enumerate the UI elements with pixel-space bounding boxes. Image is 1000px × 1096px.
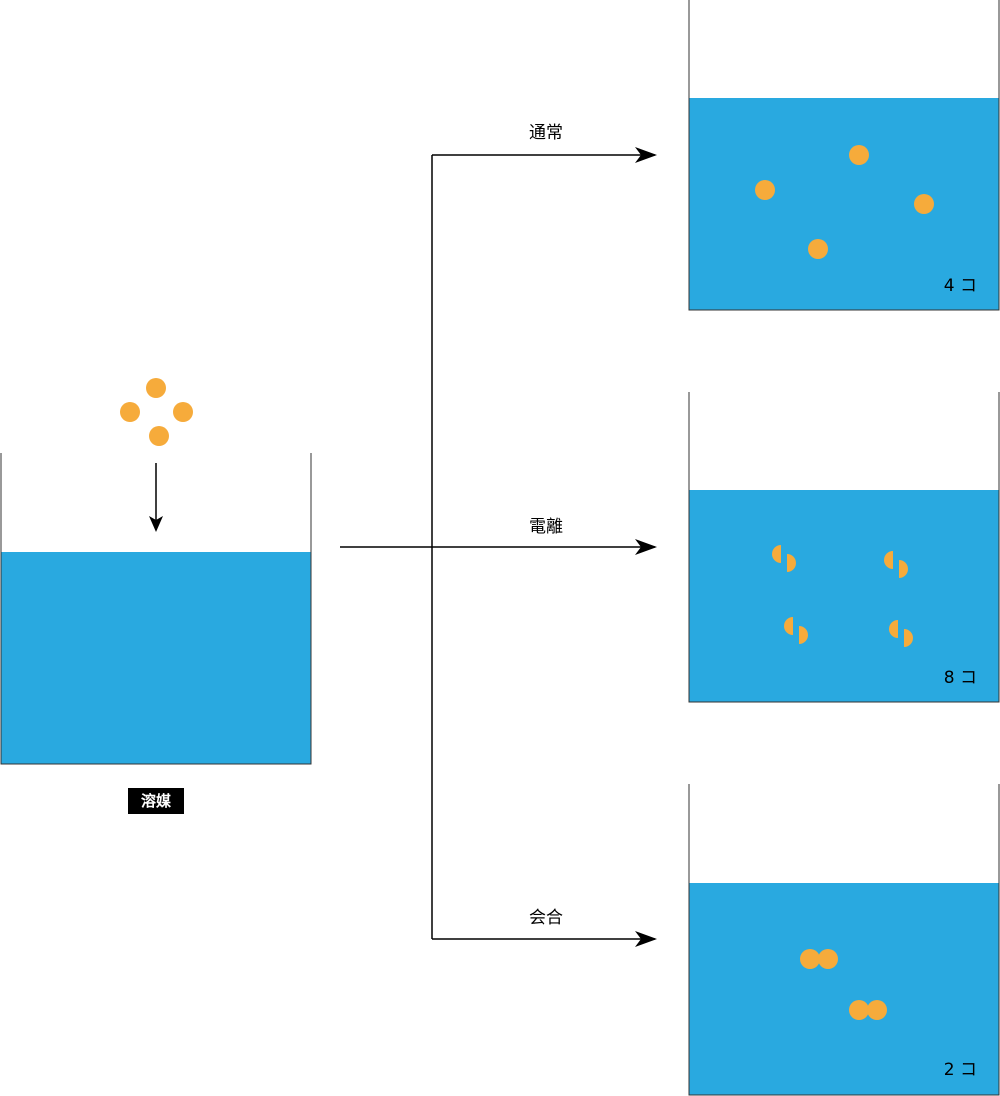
- particle: [849, 1000, 869, 1020]
- beaker-ionization: 8 コ: [688, 392, 1000, 703]
- ion-pair: [889, 620, 913, 647]
- ion-half: [884, 551, 893, 569]
- incoming-particles: [120, 378, 193, 446]
- particle: [818, 949, 838, 969]
- beaker-ionization-water: [689, 490, 999, 702]
- incoming-particle: [149, 426, 169, 446]
- particle: [800, 949, 820, 969]
- branch-label-ionization: 電離: [529, 517, 563, 537]
- particle: [914, 194, 934, 214]
- ion-half: [784, 617, 793, 635]
- count-normal: 4 コ: [944, 276, 977, 296]
- branch-label-normal: 通常: [529, 123, 563, 143]
- branch-label-association: 会合: [529, 908, 563, 928]
- branch-connector: [340, 147, 657, 947]
- ion-half: [772, 545, 781, 563]
- beaker-normal: 4 コ: [688, 0, 1000, 311]
- ion-half: [899, 560, 908, 578]
- beaker-association-outline: [688, 784, 1000, 1096]
- ion-pair: [772, 545, 796, 572]
- beaker-normal-water: [689, 98, 999, 310]
- solvent-label-text: 溶媒: [141, 792, 172, 810]
- beaker-association: 2 コ: [688, 784, 1000, 1096]
- ion-half: [904, 629, 913, 647]
- solvent-beaker-outline: [0, 453, 312, 765]
- beaker-ionization-outline: [688, 392, 1000, 703]
- incoming-particle: [173, 402, 193, 422]
- ion-half: [889, 620, 898, 638]
- particle: [867, 1000, 887, 1020]
- associated-pair: [849, 1000, 887, 1020]
- count-association: 2 コ: [944, 1060, 977, 1080]
- beaker-normal-outline: [688, 0, 1000, 311]
- solvent-beaker: [0, 453, 312, 765]
- ion-half: [799, 626, 808, 644]
- particle: [808, 239, 828, 259]
- particle: [755, 180, 775, 200]
- beaker-association-water: [689, 883, 999, 1095]
- incoming-particle: [146, 378, 166, 398]
- associated-pair: [800, 949, 838, 969]
- solvent-label: 溶媒: [128, 788, 184, 814]
- incoming-particle: [120, 402, 140, 422]
- ion-pair: [784, 617, 808, 644]
- count-ionization: 8 コ: [944, 668, 977, 688]
- particle: [849, 145, 869, 165]
- ion-half: [787, 554, 796, 572]
- solvent-water: [1, 552, 311, 764]
- ion-pair: [884, 551, 908, 578]
